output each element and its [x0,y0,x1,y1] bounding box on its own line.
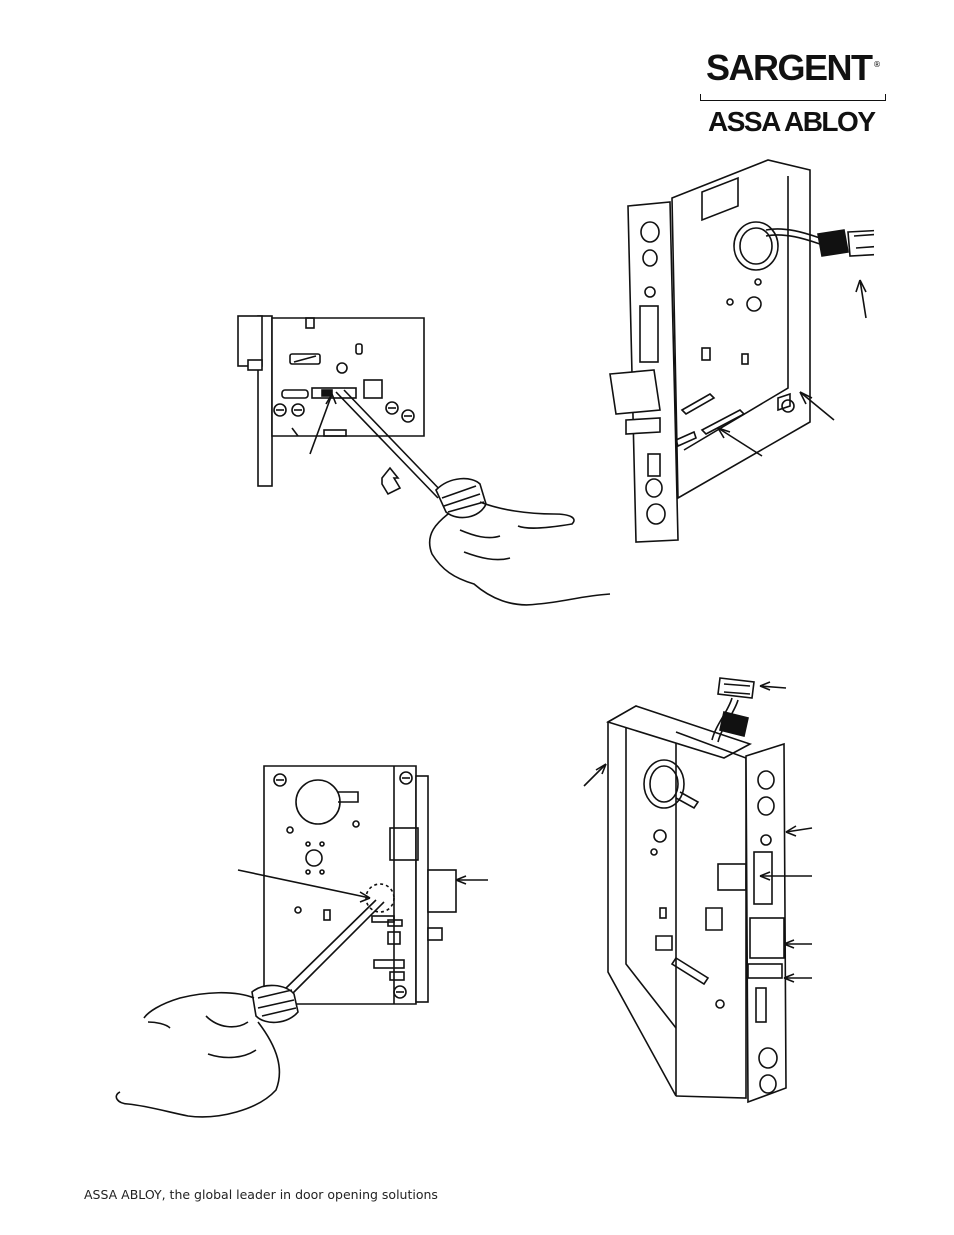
figure-4-lock-body-reverse [580,668,820,1108]
figure-1-screwdriver-adjustment [228,308,618,618]
sargent-wordmark: SARGENT [706,48,872,88]
assa-abloy-wordmark: ASSA ABLOY [708,106,875,138]
figure-2-lock-body-with-cable [598,158,874,544]
figure-3-latch-screw-adjustment [108,760,498,1120]
registered-mark: ® [873,60,881,69]
footer-tagline: ASSA ABLOY, the global leader in door op… [84,1187,438,1202]
sargent-assa-abloy-logo: SARGENT ® ASSA ABLOY [696,48,890,144]
logo-rule [700,94,886,101]
